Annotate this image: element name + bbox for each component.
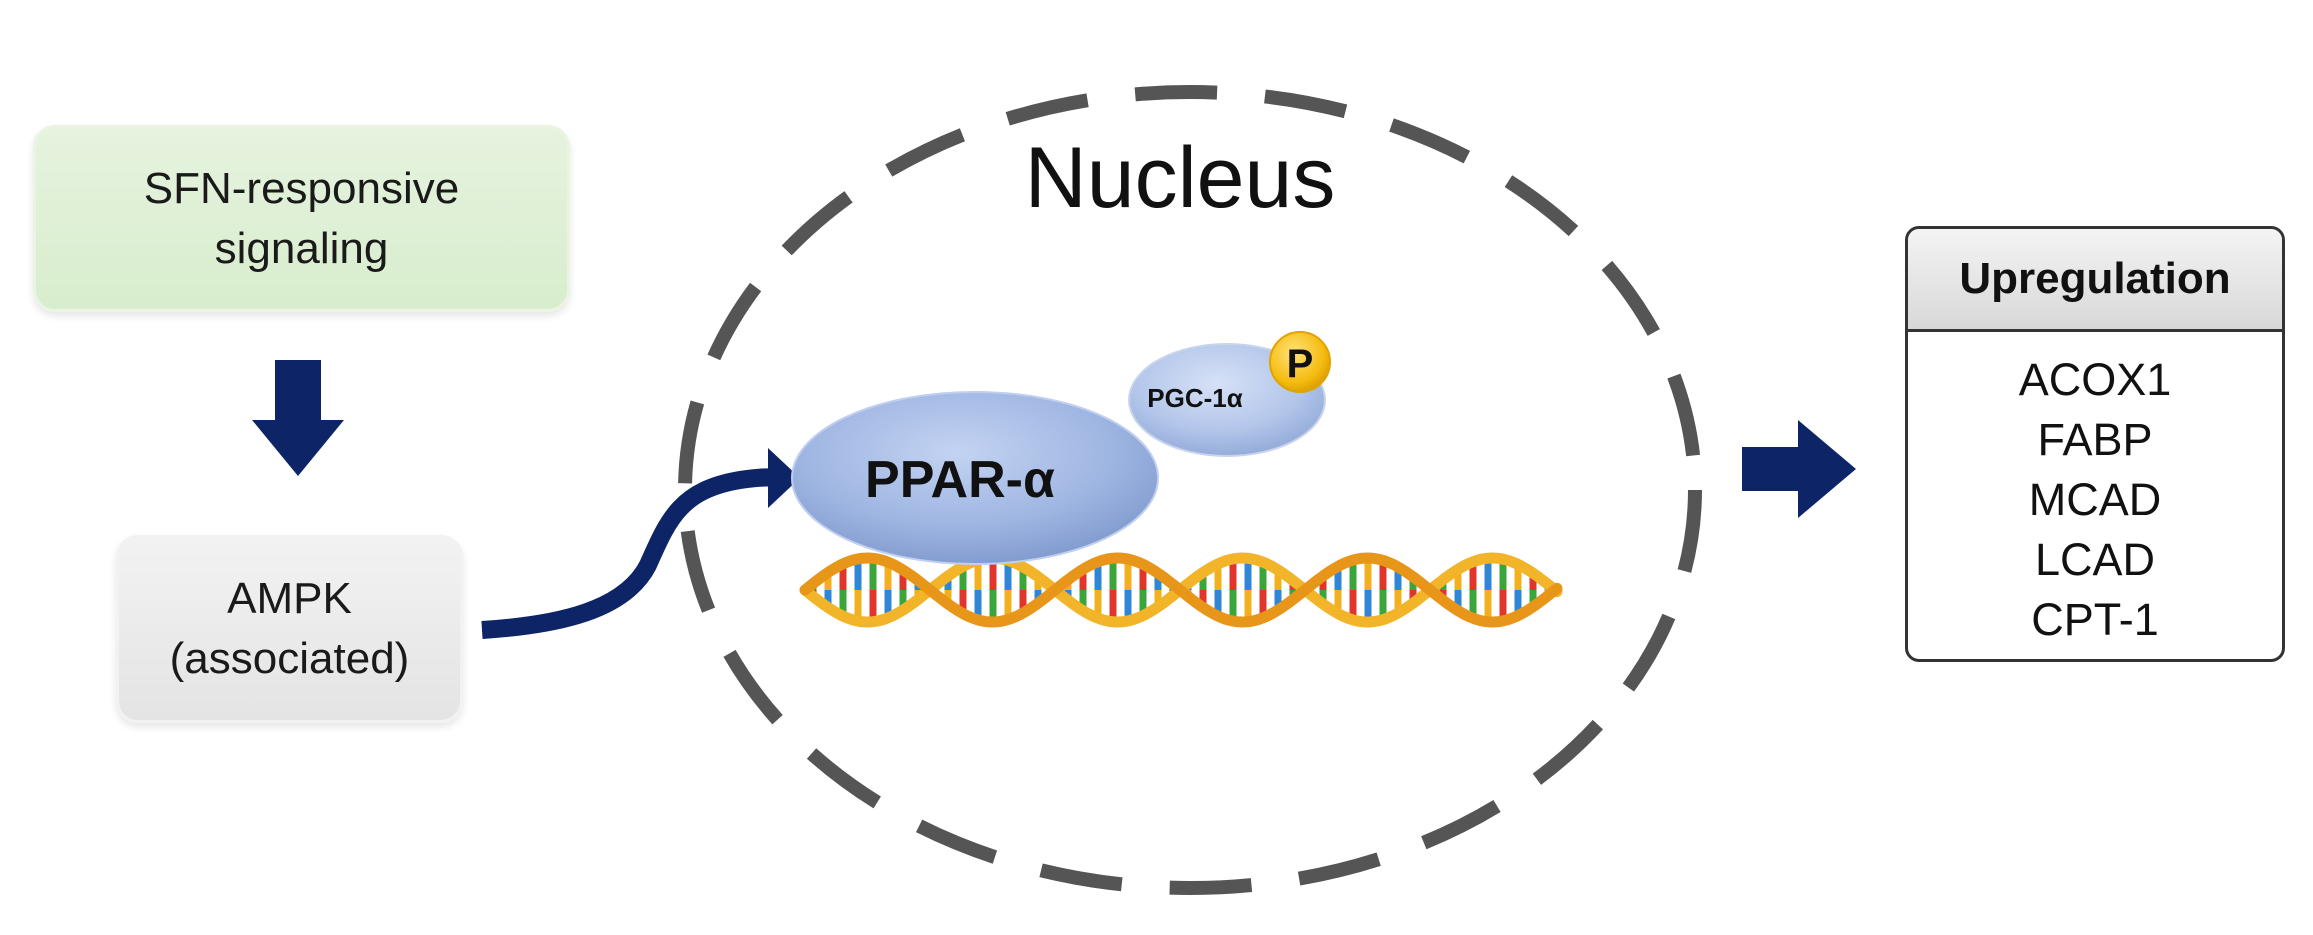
upregulation-table: Upregulation ACOX1 FABP MCAD LCAD CPT-1 — [1905, 226, 2285, 662]
phosphate-label: P — [1287, 342, 1314, 386]
nucleus-label: Nucleus — [1024, 130, 1336, 226]
gene-item: MCAD — [2028, 474, 2162, 525]
ampk-node: AMPK (associated) — [116, 535, 463, 723]
pgc1a-label: PGC-1α — [1147, 383, 1242, 413]
gene-item: ACOX1 — [2018, 354, 2172, 405]
phosphate-marker: P — [1269, 331, 1331, 393]
right-arrow — [1742, 420, 1856, 518]
ppar-alpha-protein: PPAR-α — [791, 391, 1159, 565]
ampk-node-line1: AMPK — [227, 574, 352, 623]
upregulated-gene-list: ACOX1 FABP MCAD LCAD CPT-1 — [1908, 332, 2282, 650]
sfn-signaling-node: SFN-responsive signaling — [33, 125, 570, 312]
sfn-node-line2: signaling — [214, 223, 389, 273]
gene-item: FABP — [2037, 414, 2153, 465]
upregulation-header: Upregulation — [1908, 229, 2282, 332]
ampk-node-line2: (associated) — [169, 634, 410, 683]
dna-helix — [799, 552, 1563, 628]
down-arrow — [252, 360, 344, 476]
nucleus-membrane — [678, 85, 1702, 895]
gene-item: LCAD — [2034, 534, 2156, 585]
gene-item: CPT-1 — [2031, 594, 2159, 645]
ampk-to-ppar-arrow — [481, 448, 800, 639]
ppar-alpha-label: PPAR-α — [865, 451, 1055, 509]
sfn-node-line1: SFN-responsive — [143, 163, 460, 213]
dna-strand — [799, 552, 1563, 628]
